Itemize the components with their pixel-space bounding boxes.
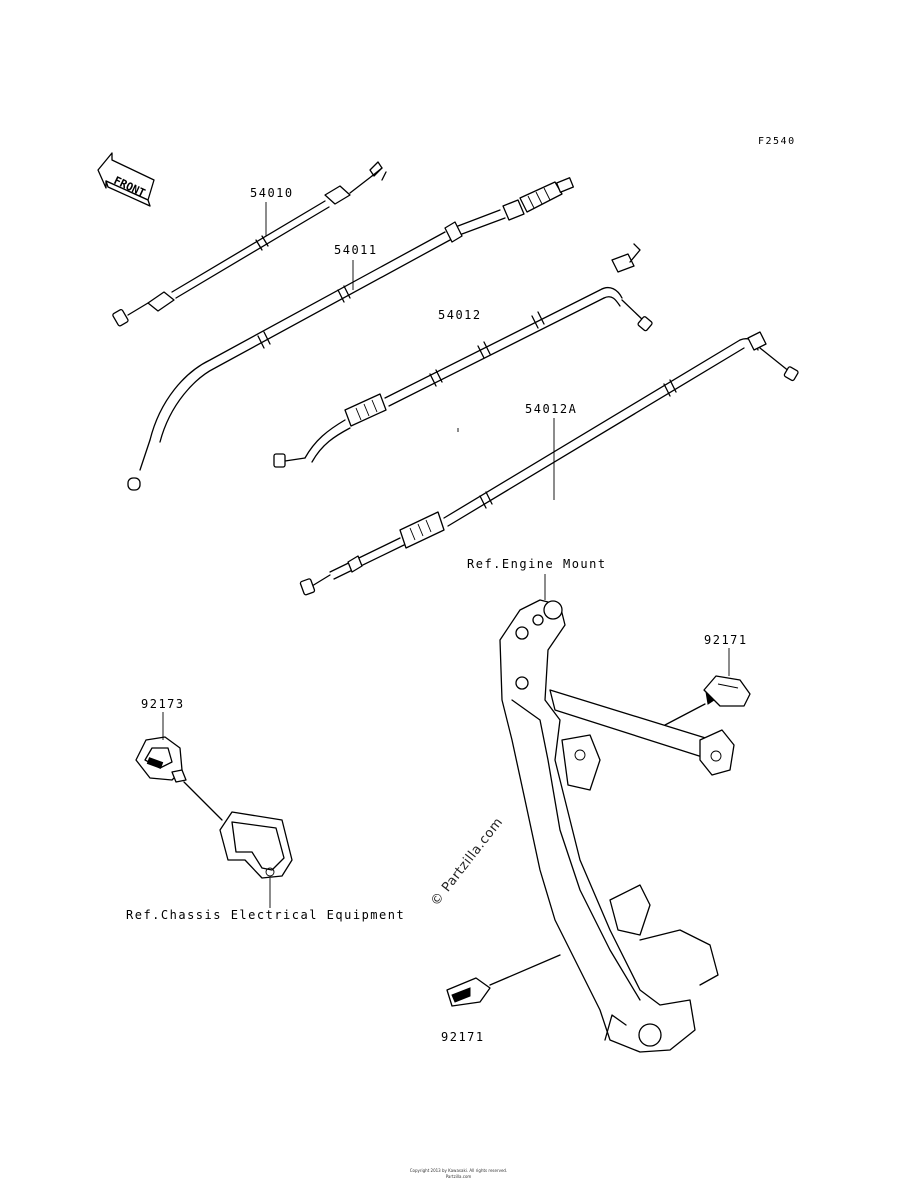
footer-copyright: Copyright 2013 by Kawasaki. All rights r… — [409, 1168, 508, 1173]
chassis-electrical-bracket — [219, 811, 293, 879]
cable-54012A — [299, 331, 799, 596]
part-label-54011: 54011 — [334, 243, 378, 257]
footer-site: Partzilla.com — [445, 1174, 472, 1179]
part-label-54010: 54010 — [250, 186, 294, 200]
part-label-92171-lower: 92171 — [441, 1030, 485, 1044]
frame-engine-mount — [499, 599, 735, 1053]
part-label-92173: 92173 — [141, 697, 185, 711]
clamp-92171-lower — [446, 954, 561, 1007]
diagram-code: F2540 — [758, 136, 796, 147]
front-arrow-icon: FRONT — [97, 152, 155, 207]
part-label-92171-upper: 92171 — [704, 633, 748, 647]
clamp-92171-upper — [664, 675, 751, 726]
part-label-54012A: 54012A — [525, 402, 578, 416]
leader-lines — [162, 202, 730, 908]
part-label-54012: 54012 — [438, 308, 482, 322]
ref-engine-mount-label: Ref.Engine Mount — [467, 557, 607, 571]
cable-54011 — [127, 177, 575, 491]
cable-54012 — [273, 243, 653, 468]
clamp-92173 — [135, 736, 223, 821]
ref-chassis-electrical-label: Ref.Chassis Electrical Equipment — [126, 908, 406, 922]
cable-54010 — [112, 161, 387, 327]
